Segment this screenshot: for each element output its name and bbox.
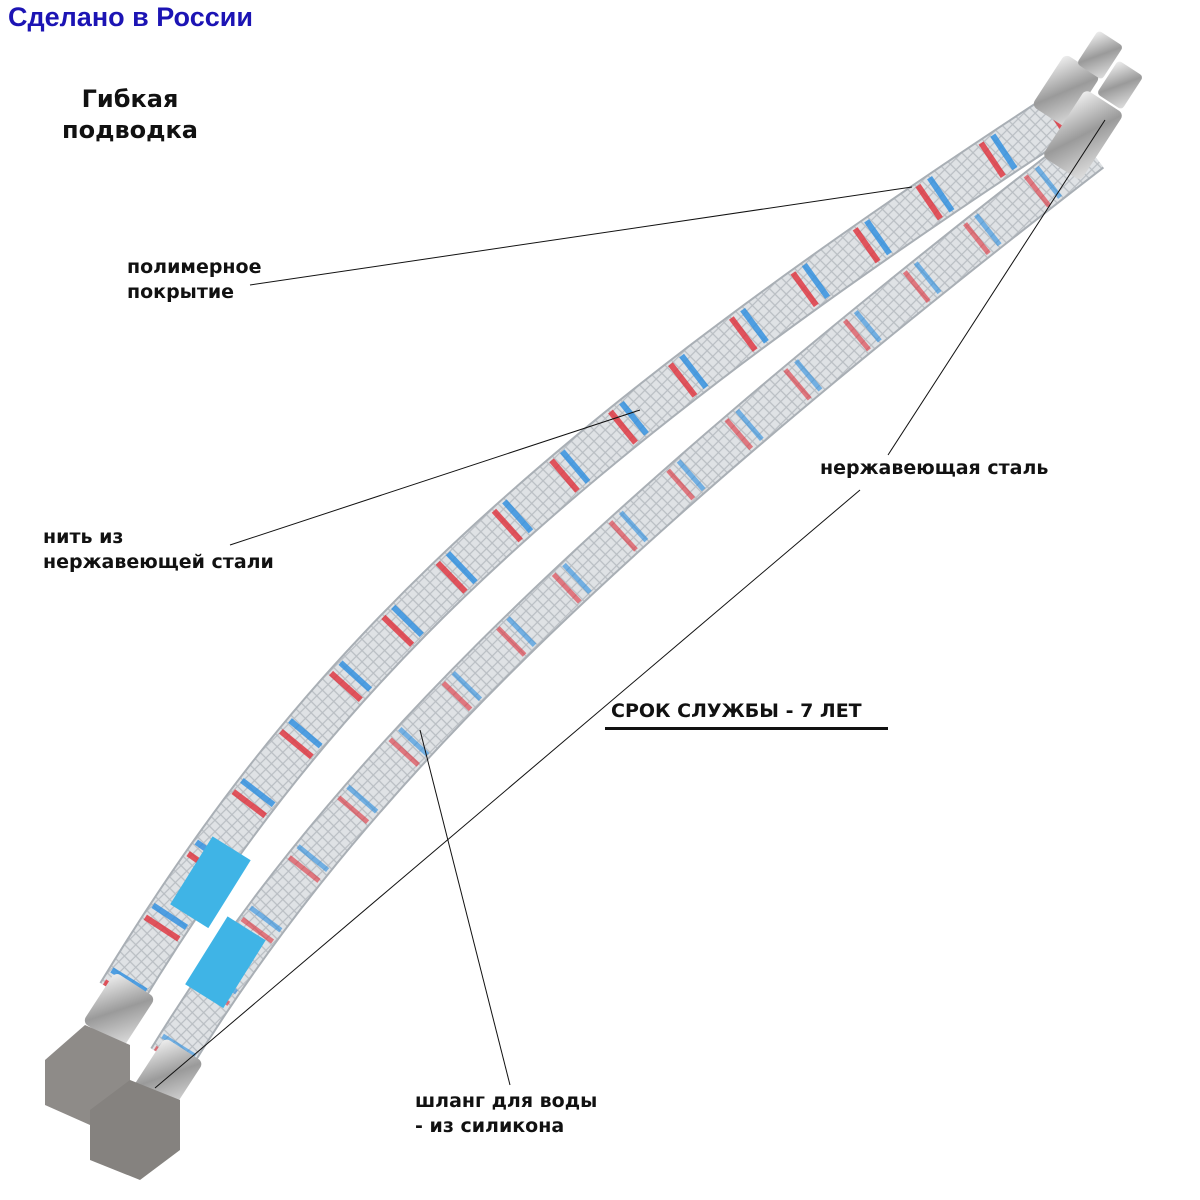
- label-polymer-coating: полимерное покрытие: [127, 255, 262, 305]
- hose-1: [45, 31, 1122, 1125]
- title-line-1: Гибкая: [81, 85, 179, 113]
- label-line: - из силикона: [415, 1115, 565, 1137]
- title-line-2: подводка: [62, 116, 198, 144]
- lifetime-underline: [605, 727, 888, 730]
- label-steel-thread: нить из нержавеющей стали: [43, 525, 274, 575]
- label-line: полимерное: [127, 256, 262, 278]
- product-title: Гибкая подводка: [62, 84, 198, 146]
- label-lifetime: СРОК СЛУЖБЫ - 7 ЛЕТ: [611, 700, 862, 722]
- label-line: шланг для воды: [415, 1090, 598, 1112]
- label-line: покрытие: [127, 281, 235, 303]
- hose-2: [90, 61, 1142, 1180]
- callout-lines: [154, 119, 1106, 1089]
- label-line: нержавеющей стали: [43, 551, 274, 573]
- label-silicone-hose: шланг для воды - из силикона: [415, 1089, 597, 1139]
- label-line: нить из: [43, 526, 124, 548]
- made-in-russia-badge: Сделано в России: [8, 2, 253, 32]
- label-stainless-steel: нержавеющая сталь: [820, 457, 1049, 479]
